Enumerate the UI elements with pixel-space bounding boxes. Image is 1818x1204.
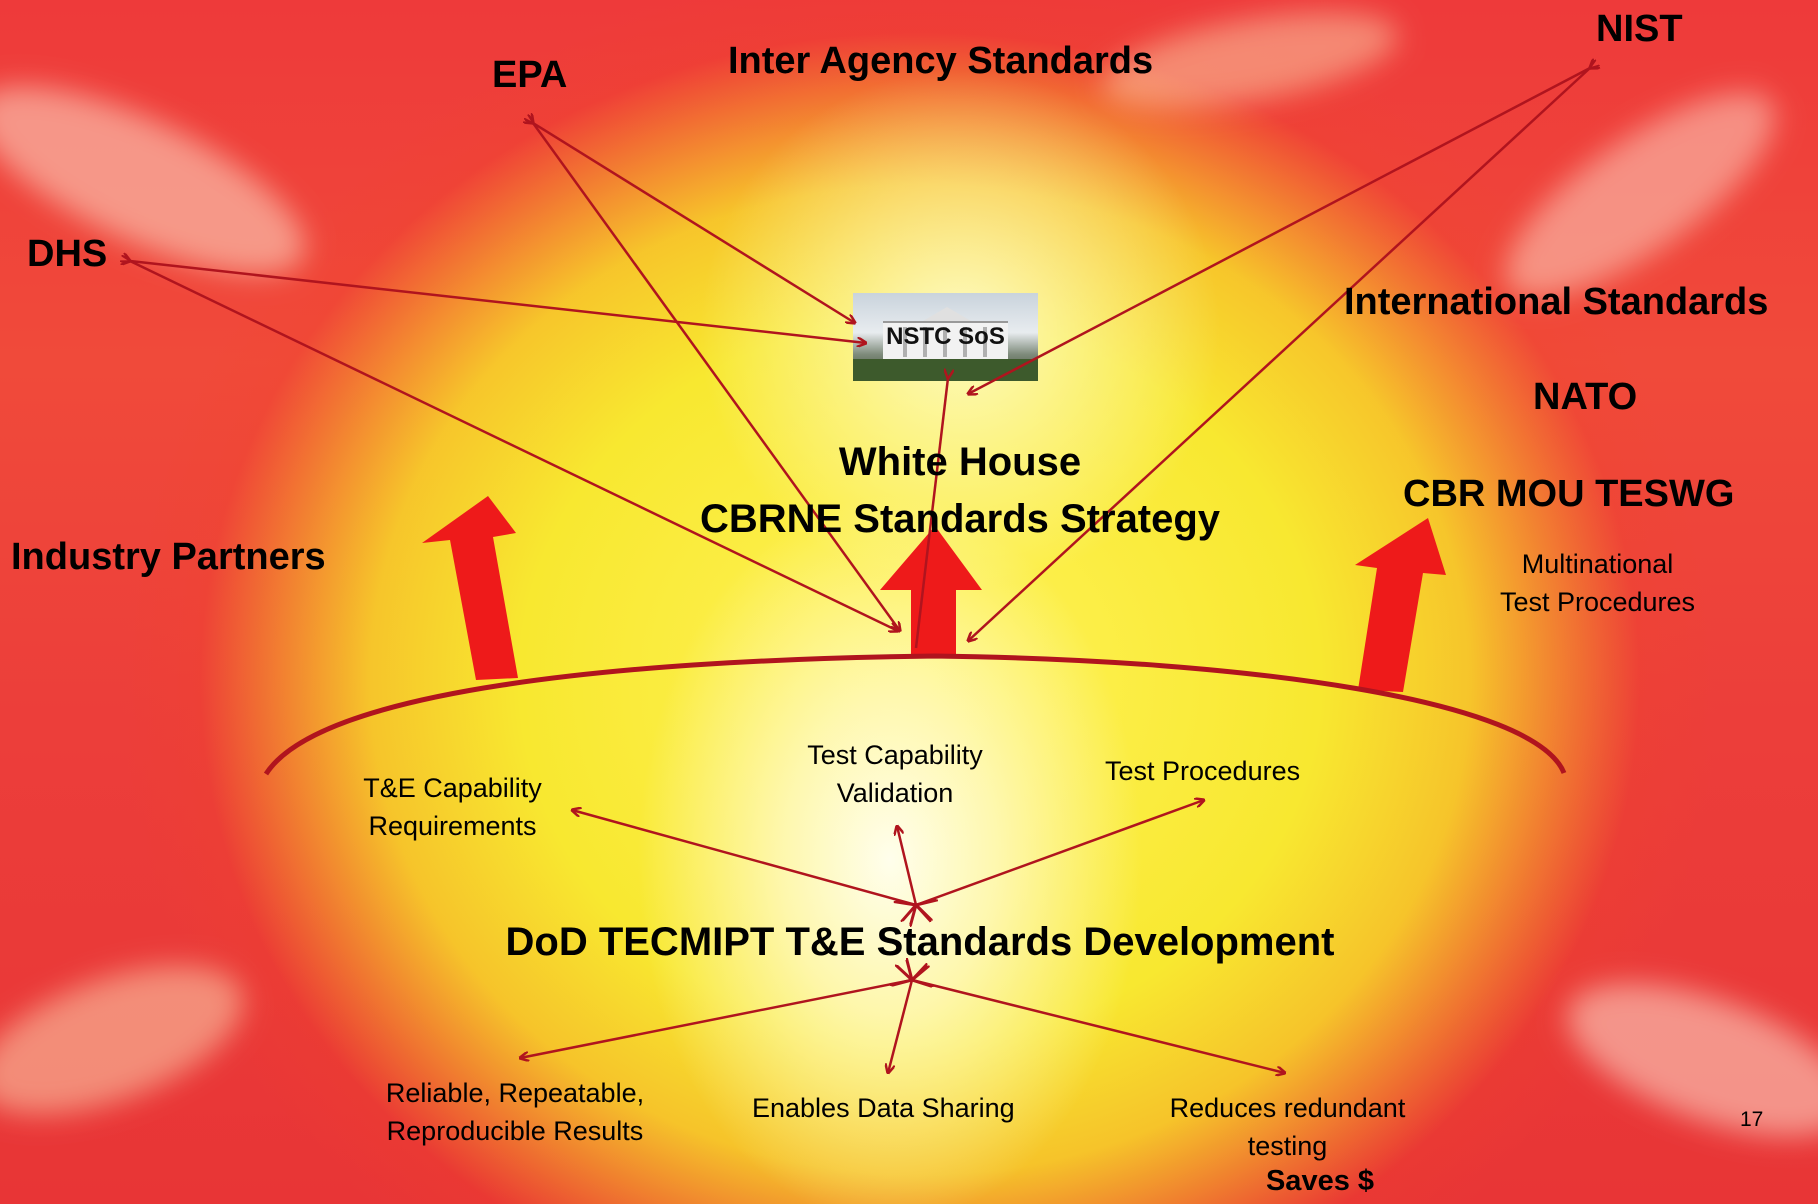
- reduces-redundant-label: Reduces redundant: [1169, 1093, 1406, 1123]
- industry-partners-label: Industry Partners: [11, 536, 326, 578]
- multinational-label: Multinational: [1521, 549, 1674, 579]
- connector-hub-test-procedures: [916, 800, 1204, 905]
- inter-agency-standards-label: Inter Agency Standards: [728, 40, 1154, 82]
- nist-label: NIST: [1596, 8, 1683, 50]
- connector-epa-nstc: [533, 123, 855, 323]
- nato-label: NATO: [1533, 376, 1638, 418]
- test-procedures-label: Test Procedures: [1105, 756, 1301, 786]
- connector-dod-data-sharing: [888, 980, 912, 1073]
- cbrne-strategy-label: CBRNE Standards Strategy: [699, 497, 1221, 541]
- cbr-mou-teswg-label: CBR MOU TESWG: [1403, 473, 1735, 515]
- international-standards-label: International Standards: [1344, 281, 1769, 323]
- white-house-column: [903, 327, 907, 357]
- saves-money-label: Saves $: [1265, 1165, 1375, 1197]
- connector-dod-reliable: [520, 980, 912, 1058]
- connector-nist-hub: [968, 68, 1590, 641]
- big-up-arrow-left: [422, 496, 518, 680]
- test-capability-validation-label: Validation: [836, 778, 954, 808]
- connector-hub-test-validation: [897, 826, 916, 905]
- connector-hub-te-capability: [572, 810, 916, 905]
- enables-data-sharing-label: Enables Data Sharing: [752, 1093, 1015, 1123]
- dome-arc: [263, 653, 1567, 776]
- dhs-label: DHS: [27, 233, 108, 275]
- multinational-test-procedures-label: Test Procedures: [1499, 587, 1696, 617]
- big-up-arrow-center: [880, 526, 982, 655]
- reduces-testing-label: testing: [1247, 1131, 1328, 1161]
- connector-nstc-hub: [914, 378, 948, 649]
- connector-dhs-nstc: [130, 261, 866, 343]
- big-up-arrow-right: [1355, 518, 1446, 692]
- white-house-column: [923, 327, 927, 357]
- test-capability-label: Test Capability: [807, 740, 983, 770]
- white-house-column: [943, 327, 947, 357]
- page-number: 17: [1740, 1108, 1764, 1131]
- connector-dhs-hub: [130, 261, 898, 631]
- te-capability-requirements-label: Requirements: [368, 811, 537, 841]
- reproducible-results-label: Reproducible Results: [386, 1116, 644, 1146]
- connector-dod-reduces: [912, 980, 1285, 1073]
- connector-epa-hub: [533, 123, 900, 631]
- reliable-repeatable-label: Reliable, Repeatable,: [385, 1078, 645, 1108]
- epa-label: EPA: [492, 54, 568, 96]
- connector-nist-nstc: [968, 68, 1590, 394]
- te-capability-label: T&E Capability: [363, 773, 542, 803]
- white-house-roof: [923, 307, 971, 321]
- white-house-label: White House: [838, 440, 1082, 484]
- dod-tecmipt-title: DoD TECMIPT T&E Standards Development: [505, 920, 1335, 964]
